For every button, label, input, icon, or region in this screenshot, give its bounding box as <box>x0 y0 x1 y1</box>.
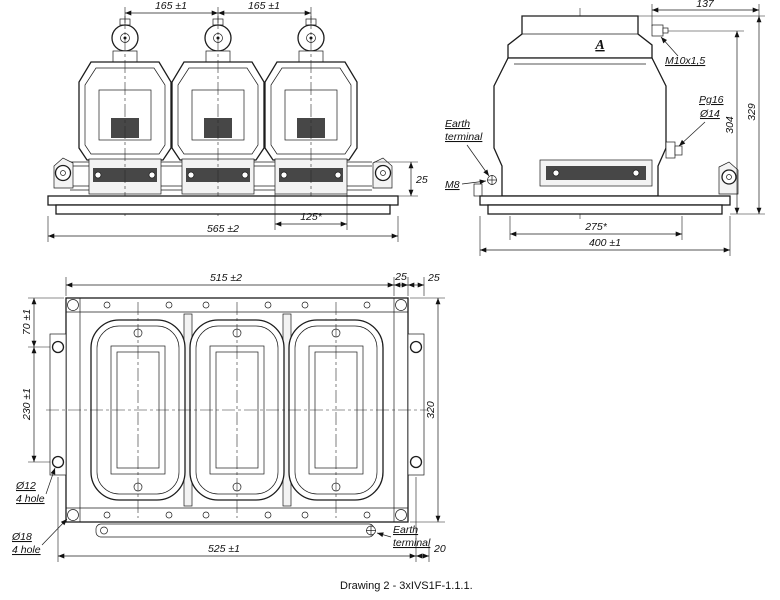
cable-gland <box>665 141 683 159</box>
dim-side-overall-height: 329 <box>638 15 765 215</box>
m10-bolt-label: M10x1,5 <box>665 55 705 67</box>
dim-side-height-to-base-label: 304 <box>724 116 736 134</box>
dim-top-frame-width: 515 ±2 <box>65 272 395 296</box>
earth-terminal-label-line1: Earth <box>445 118 470 130</box>
label-m10-bolt: M10x1,5 <box>660 36 705 67</box>
dim-front-pitch-left: 165 ±1 <box>124 0 219 23</box>
label-large-holes: Ø18 4 hole <box>11 518 68 556</box>
dim-top-frame-width-label: 515 ±2 <box>210 272 242 284</box>
m10-terminal-bolt <box>651 24 669 37</box>
side-terminal-head <box>507 15 653 59</box>
dim-top-frame-depth-label: 320 <box>425 401 437 419</box>
earth-terminal-bolt-side <box>473 175 497 197</box>
dim-top-mount-hole-pitch: 525 ±1 <box>57 477 417 562</box>
dim-side-overall-depth: 400 ±1 <box>479 216 731 256</box>
large-hole-dia-label: Ø18 <box>11 531 32 543</box>
front-transformer-unit-1 <box>78 15 172 217</box>
dim-side-overall-depth-label: 400 ±1 <box>589 237 621 249</box>
label-earth-terminal-side: Earth terminal <box>445 118 490 177</box>
dim-top-ear-overhang: 25 <box>408 272 440 296</box>
label-small-holes: Ø12 4 hole <box>15 467 56 505</box>
dim-side-terminal-offset: 137 <box>651 0 760 26</box>
label-earth-terminal-top: Earth terminal <box>376 524 431 549</box>
dim-top-ear-pitch: 230 ±1 <box>21 347 50 463</box>
mounting-ear-right <box>407 333 425 476</box>
dim-side-base-slot-pitch-label: 275* <box>584 221 608 233</box>
dim-side-height-to-base: 304 <box>668 30 744 214</box>
dim-front-rail-height-label: 25 <box>415 174 428 186</box>
corner-mounting-holes <box>67 299 407 521</box>
dim-front-pitch-right-label: 165 ±1 <box>248 0 280 12</box>
dim-top-rail-inset: 25 <box>394 271 409 296</box>
small-hole-count-label: 4 hole <box>16 493 45 505</box>
view-direction-label: A <box>594 38 604 53</box>
large-hole-count-label: 4 hole <box>12 544 41 556</box>
front-transformer-unit-2 <box>171 15 265 217</box>
dim-front-rail-height: 25 <box>374 161 428 197</box>
label-m8-bolt: M8 <box>445 179 487 191</box>
bottom-channel-bar <box>95 523 375 538</box>
dim-top-frame-depth: 320 <box>410 297 445 523</box>
dim-front-clamp-width: 125* <box>274 194 348 230</box>
front-base-plate <box>47 195 399 215</box>
dim-top-mount-hole-pitch-label: 525 ±1 <box>208 543 240 555</box>
dim-top-ear-overhang-label: 25 <box>427 272 440 284</box>
gland-bore-label: Ø14 <box>699 108 720 120</box>
earth-terminal-top-label-line2: terminal <box>393 537 431 549</box>
dim-top-ear-pitch-label: 230 ±1 <box>21 388 33 421</box>
mounting-ear-left <box>49 333 67 476</box>
lifting-eye-side <box>718 161 739 195</box>
dim-front-overall-width: 565 ±2 <box>47 216 399 242</box>
top-view: 515 ±2 25 25 70 ±1 230 ±1 320 <box>11 271 446 562</box>
gland-type-label: Pg16 <box>699 94 724 106</box>
dim-front-pitch-left-label: 165 ±1 <box>155 0 187 12</box>
m8-bolt-label: M8 <box>445 179 460 191</box>
earth-terminal-bolt-top <box>366 525 376 536</box>
label-cable-gland: Pg16 Ø14 <box>678 94 724 147</box>
small-hole-dia-label: Ø12 <box>15 480 36 492</box>
dim-top-rail-inset-label: 25 <box>394 271 407 283</box>
dim-front-clamp-width-label: 125* <box>300 211 323 223</box>
dim-front-overall-width-label: 565 ±2 <box>207 223 239 235</box>
dim-top-edge-offset: 20 <box>416 543 446 562</box>
dim-top-ear-offset-label: 70 ±1 <box>21 309 33 335</box>
dim-side-terminal-offset-label: 137 <box>696 0 715 10</box>
lifting-eye-right <box>372 157 393 189</box>
side-body <box>493 57 667 197</box>
lifting-eye-left <box>53 157 74 189</box>
front-transformer-unit-3 <box>264 15 358 217</box>
front-view: 165 ±1 165 ±1 25 125* 565 ±2 <box>47 0 428 242</box>
dim-top-edge-offset-label: 20 <box>433 543 446 555</box>
earth-terminal-top-label-line1: Earth <box>393 524 418 536</box>
drawing-caption: Drawing 2 - 3xIVS1F-1.1.1. <box>340 580 473 592</box>
dim-side-base-slot-pitch: 275* <box>509 216 683 240</box>
side-view: A M10x1,5 Pg16 Ø14 Earth terminal M8 137 <box>445 0 765 256</box>
side-base-plate <box>479 195 731 215</box>
dim-front-pitch-right: 165 ±1 <box>218 0 312 23</box>
dim-top-ear-offset: 70 ±1 <box>21 297 64 348</box>
dim-side-overall-height-label: 329 <box>746 103 758 121</box>
earth-terminal-label-line2: terminal <box>445 131 483 143</box>
